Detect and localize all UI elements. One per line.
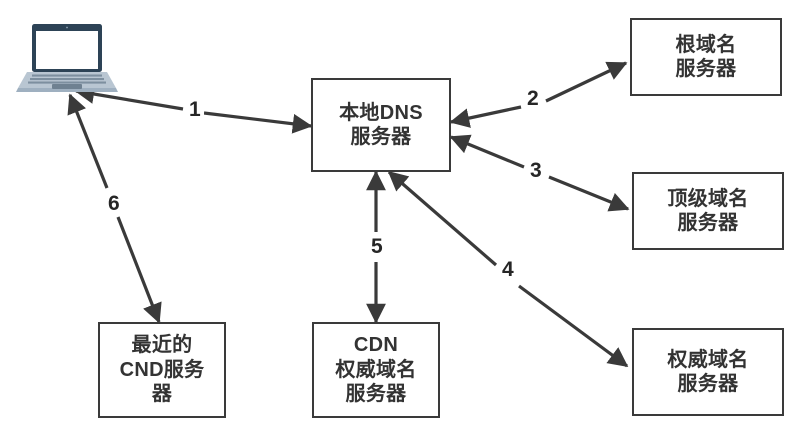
local-dns-server-line-2: 服务器: [350, 126, 412, 148]
edge-4-label: 4: [499, 258, 517, 281]
laptop-icon: [16, 24, 118, 92]
authoritative-domain-name-server-box[interactable]: 权威域名 服务器: [632, 328, 784, 416]
top-level-domain-name-server-line-2: 服务器: [677, 212, 739, 234]
edge-3-line: [449, 134, 630, 212]
authoritative-domain-name-server-line-1: 权威域名: [667, 348, 749, 371]
nearest-cdn-server-line-3: 器: [151, 383, 173, 406]
edge-2-label: 2: [524, 87, 542, 110]
edge-5-label: 5: [368, 235, 386, 258]
top-level-domain-name-server-line-1: 顶级域名: [667, 187, 749, 210]
edge-6-line: [67, 93, 162, 324]
local-dns-server-box[interactable]: 本地DNS 服务器: [311, 78, 451, 172]
laptop-screen: [36, 31, 98, 69]
laptop-keys: [28, 74, 106, 84]
edge-2-line: [449, 61, 628, 128]
cdn-authoritative-domain-name-server-box[interactable]: CDN 权威域名 服务器: [312, 322, 440, 418]
edge-1-label: 1: [186, 98, 204, 121]
nearest-cdn-server-box[interactable]: 最近的 CND服务 器: [98, 322, 226, 418]
cdn-authoritative-server-line-2: 权威域名: [335, 358, 417, 381]
laptop-trackpad: [52, 84, 82, 89]
nearest-cdn-server-line-2: CND服务: [119, 358, 205, 381]
authoritative-domain-name-server-line-2: 服务器: [677, 373, 739, 395]
edge-4-line: [387, 170, 629, 368]
root-domain-name-server-line-1: 根域名: [675, 33, 737, 56]
laptop-camera-icon: [66, 26, 68, 29]
root-domain-name-server-line-2: 服务器: [675, 58, 737, 80]
cdn-authoritative-server-line-3: 服务器: [345, 383, 407, 406]
edge-3-label: 3: [527, 159, 545, 182]
nearest-cdn-server-line-1: 最近的: [131, 334, 193, 357]
cdn-authoritative-server-line-1: CDN: [353, 334, 399, 357]
local-dns-server-line-1: 本地DNS: [339, 101, 423, 124]
edge-1-line: [74, 84, 313, 134]
top-level-domain-name-server-box[interactable]: 顶级域名 服务器: [632, 172, 784, 250]
root-domain-name-server-box[interactable]: 根域名 服务器: [630, 18, 782, 96]
edge-6-label: 6: [105, 192, 123, 215]
